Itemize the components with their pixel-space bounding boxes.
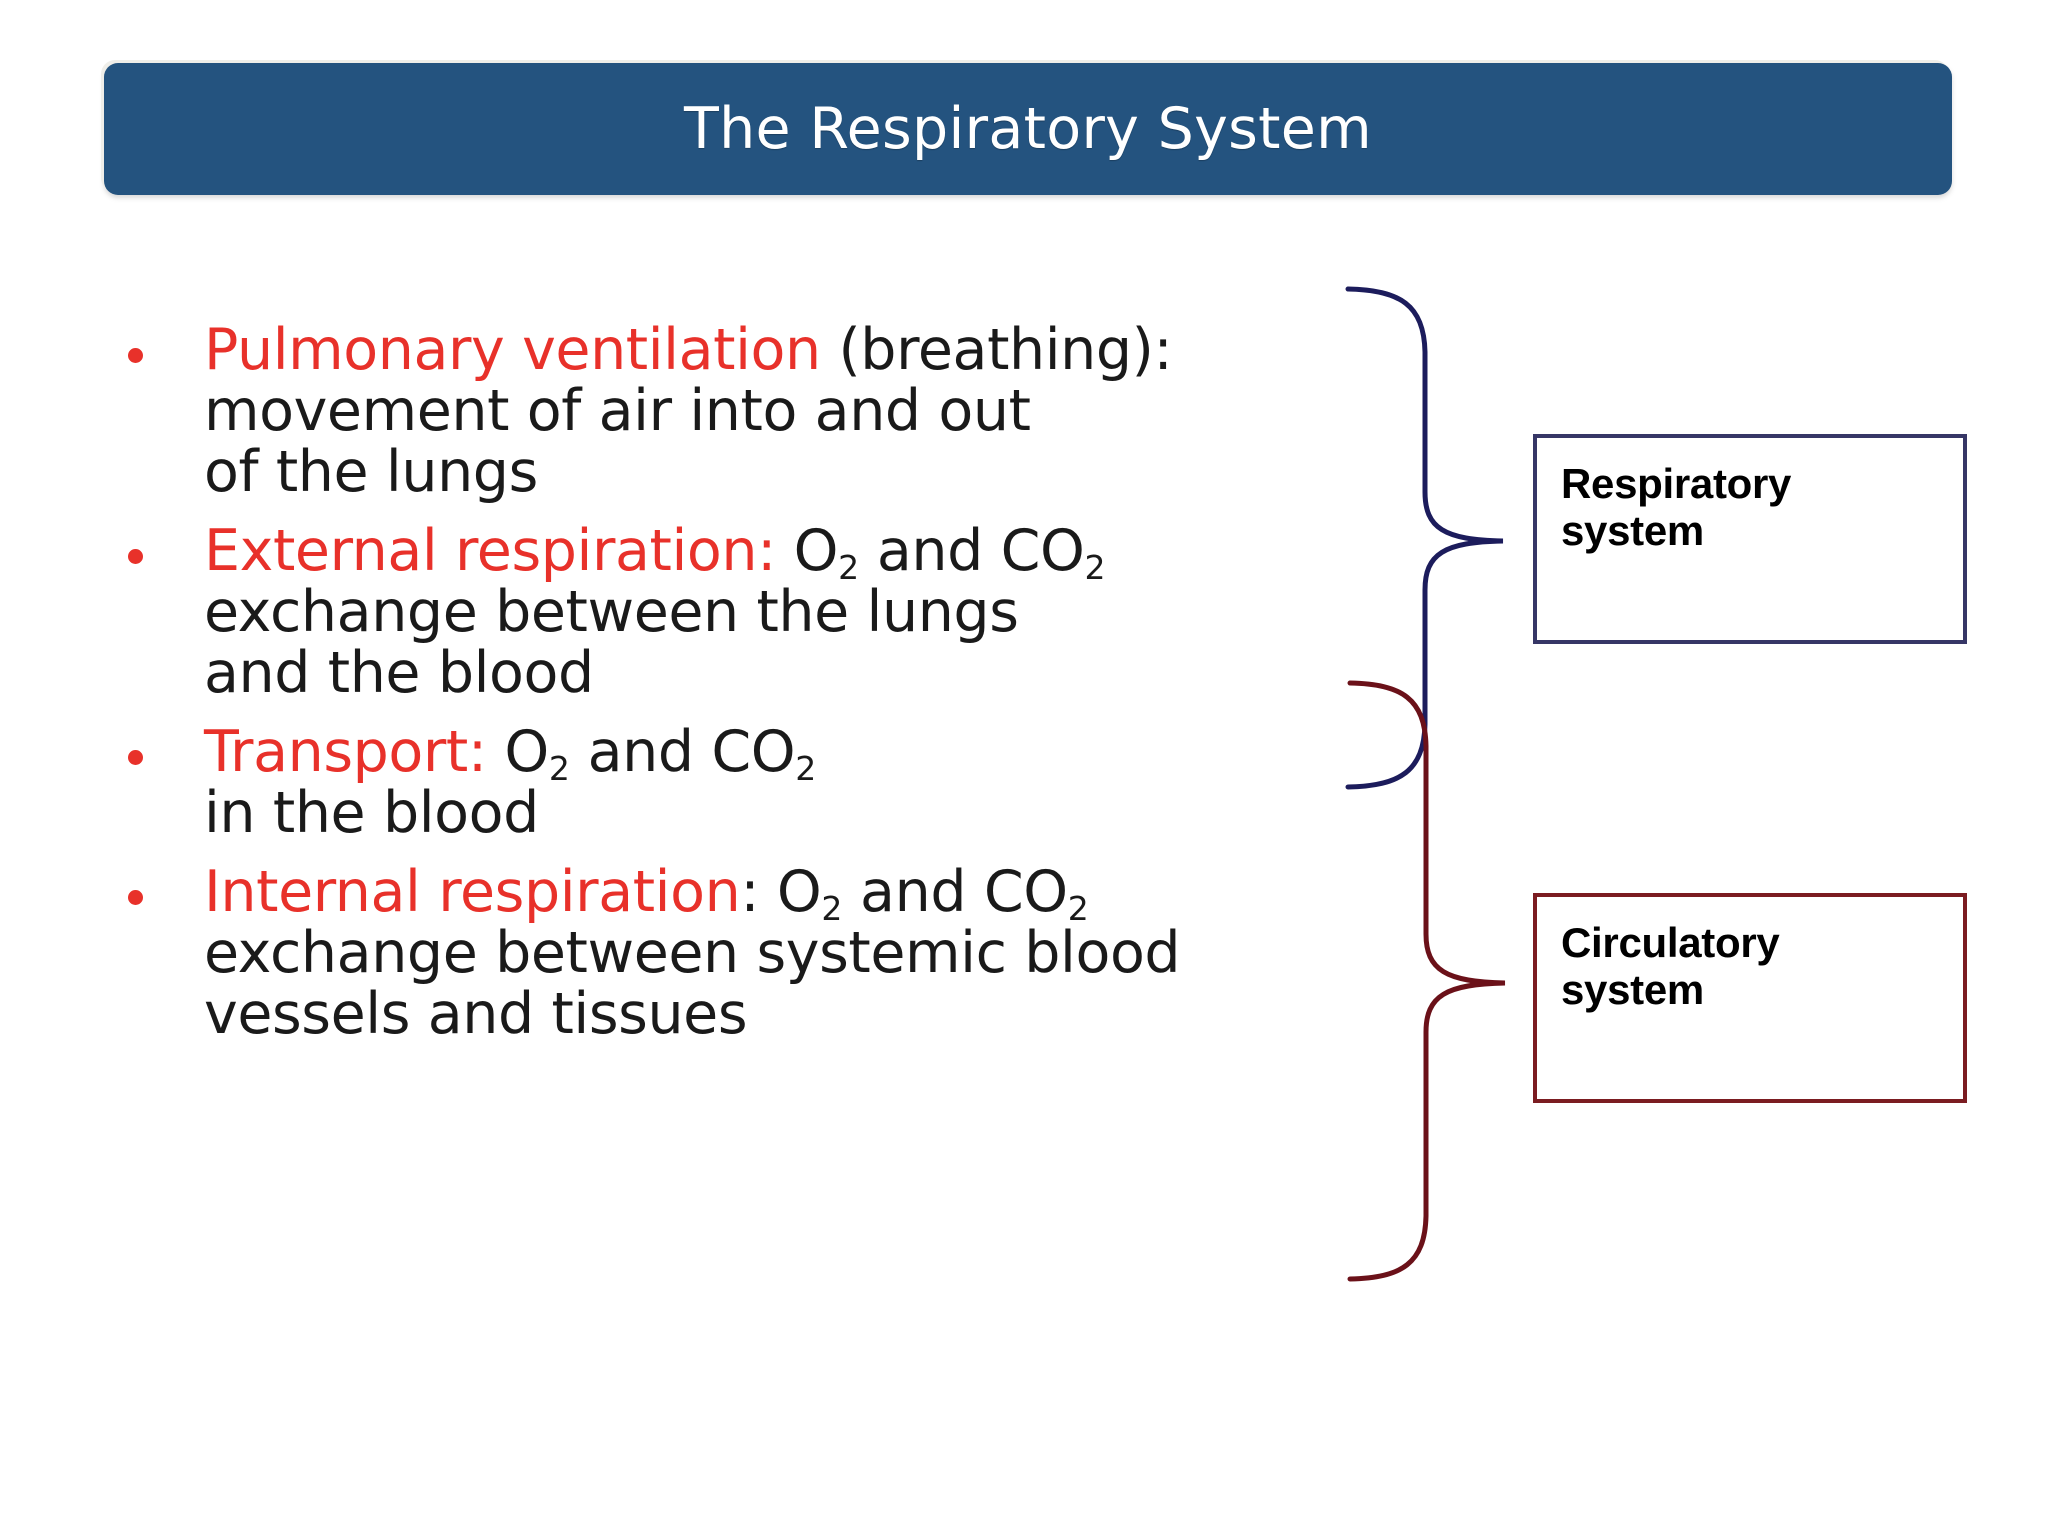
list-item: Transport: O2 and CO2 in the blood bbox=[104, 718, 1284, 846]
callout-label-circulatory: Circulatory system bbox=[1561, 919, 1939, 1014]
bullet-line-2: exchange between the lungs bbox=[204, 578, 1019, 645]
bullet-colon: : bbox=[740, 858, 760, 925]
page-title: The Respiratory System bbox=[684, 95, 1372, 162]
callout-line-2: system bbox=[1561, 507, 1704, 555]
slide-title-bar: The Respiratory System bbox=[104, 63, 1952, 195]
bullet-subscript-o2: 2 bbox=[548, 749, 570, 789]
bullet-line-2: exchange between systemic blood bbox=[204, 919, 1181, 986]
bullet-dot-icon bbox=[128, 348, 143, 363]
bullet-dot-icon bbox=[128, 889, 143, 905]
bullet-line-3: and the blood bbox=[204, 639, 594, 706]
callout-line-1: Respiratory bbox=[1561, 460, 1792, 507]
callout-box-circulatory: Circulatory system bbox=[1533, 893, 1967, 1103]
bullet-formula-co2-prefix: and CO bbox=[569, 718, 796, 785]
bullet-term: External respiration bbox=[204, 517, 758, 584]
list-item: External respiration: O2 and CO2 exchang… bbox=[104, 517, 1284, 706]
bullet-formula-co2-prefix: and CO bbox=[842, 858, 1068, 925]
callout-line-1: Circulatory bbox=[1561, 919, 1780, 966]
bullet-subscript-co2: 2 bbox=[1084, 548, 1106, 588]
bullet-colon: : bbox=[757, 517, 776, 584]
bullet-line-2: in the blood bbox=[204, 779, 539, 846]
bullet-list: Pulmonary ventilation (breathing): movem… bbox=[104, 320, 1284, 1063]
bullet-line-3: of the lungs bbox=[204, 438, 538, 505]
list-item-text: External respiration: O2 and CO2 exchang… bbox=[204, 517, 1284, 706]
list-item: Pulmonary ventilation (breathing): movem… bbox=[104, 320, 1284, 503]
circulatory-brace-icon bbox=[1347, 680, 1506, 1282]
bullet-term: Pulmonary ventilation bbox=[204, 317, 821, 383]
list-item: Internal respiration: O2 and CO2 exchang… bbox=[104, 858, 1284, 1047]
bullet-term: Internal respiration bbox=[204, 858, 741, 925]
bullet-term-suffix: (breathing): bbox=[820, 317, 1173, 383]
bullet-term: Transport bbox=[204, 718, 468, 785]
callout-box-respiratory: Respiratory system bbox=[1533, 434, 1967, 644]
bullet-dot-icon bbox=[128, 548, 143, 564]
bullet-dot-icon bbox=[128, 749, 143, 765]
list-item-text: Transport: O2 and CO2 in the blood bbox=[204, 718, 1284, 846]
bullet-formula-o2-prefix: O bbox=[486, 718, 549, 785]
bullet-line-3: vessels and tissues bbox=[204, 980, 748, 1047]
list-item-text: Internal respiration: O2 and CO2 exchang… bbox=[204, 858, 1284, 1047]
list-item-text: Pulmonary ventilation (breathing): movem… bbox=[204, 320, 1284, 503]
callout-line-2: system bbox=[1561, 966, 1704, 1014]
bullet-subscript-o2: 2 bbox=[821, 889, 843, 929]
bullet-subscript-co2: 2 bbox=[795, 749, 817, 789]
bullet-formula-o2-prefix: O bbox=[775, 517, 839, 584]
bullet-line-2: movement of air into and out bbox=[204, 377, 1031, 444]
callout-label-respiratory: Respiratory system bbox=[1561, 460, 1939, 555]
bullet-formula-co2-prefix: and CO bbox=[859, 517, 1085, 584]
bullet-subscript-o2: 2 bbox=[838, 548, 860, 588]
bullet-formula-o2-prefix: O bbox=[759, 858, 822, 925]
bullet-colon: : bbox=[467, 718, 487, 785]
bullet-subscript-co2: 2 bbox=[1067, 889, 1089, 929]
respiratory-brace-icon bbox=[1345, 286, 1504, 790]
